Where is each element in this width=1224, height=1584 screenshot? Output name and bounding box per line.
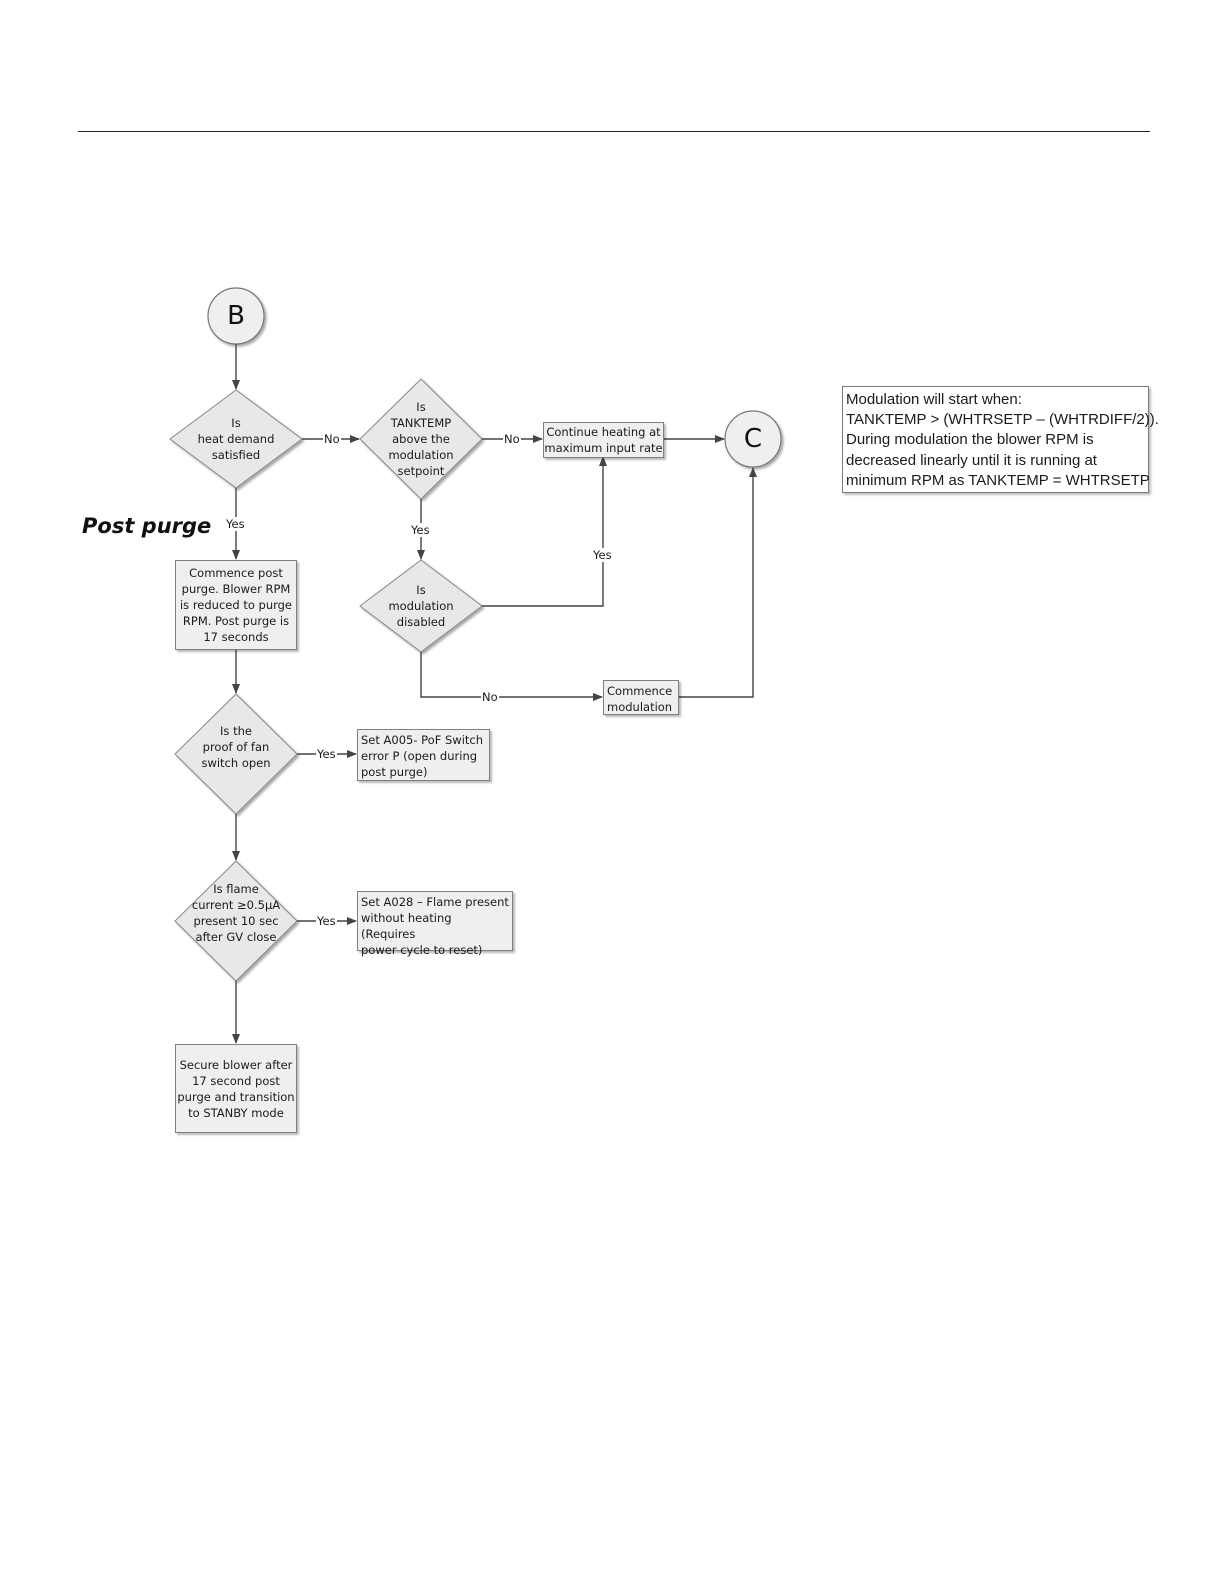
decision-tanktemp-text: Is TANKTEMP above the modulation setpoin… (388, 400, 454, 478)
flow-commence-modulation-to-c (679, 467, 757, 698)
process-a028: Set A028 – Flame present without heating… (357, 891, 513, 957)
note-line: minimum RPM as TANKTEMP = WHTRSETP (846, 471, 1150, 489)
decision-fan-switch-text: Is the proof of fan switch open (201, 724, 271, 770)
process-commence-modulation: Commence modulation (603, 680, 679, 715)
connector-c-label: C (743, 424, 763, 454)
process-commence-post-purge: Commence post purge. Blower RPM is reduc… (175, 560, 297, 650)
label-flame-yes: Yes (316, 914, 337, 928)
header-rule (78, 131, 1150, 132)
decision-modulation-text: Is modulation disabled (388, 583, 454, 629)
modulation-note: Modulation will start when: TANKTEMP > (… (842, 386, 1159, 493)
note-line: Modulation will start when: (846, 391, 1022, 408)
process-secure-blower: Secure blower after 17 second post purge… (175, 1044, 297, 1133)
process-a005: Set A005- PoF Switch error P (open durin… (357, 729, 490, 781)
label-fan-switch-yes: Yes (316, 747, 337, 761)
note-line: decreased linearly until it is running a… (846, 451, 1097, 469)
decision-flame-text: Is flame current ≥0.5µA present 10 sec a… (191, 882, 281, 944)
note-line: TANKTEMP > (WHTRSETP – (WHTRDIFF/2)). (846, 411, 1159, 429)
flow-modulation-yes (482, 456, 607, 607)
label-tanktemp-no: No (503, 432, 521, 446)
label-modulation-no: No (481, 690, 499, 704)
flow-modulation-no (420, 652, 603, 701)
decision-heat-demand-text: Is heat demand satisfied (197, 416, 275, 462)
process-continue-heating: Continue heating at maximum input rate (543, 422, 664, 458)
section-title: Post purge (82, 514, 212, 538)
label-heat-demand-yes: Yes (225, 517, 246, 531)
connector-b-label: B (227, 301, 245, 331)
note-line: During modulation the blower RPM is (846, 431, 1094, 449)
label-tanktemp-yes: Yes (410, 523, 431, 537)
label-modulation-yes: Yes (592, 548, 613, 562)
label-heat-demand-no: No (323, 432, 341, 446)
